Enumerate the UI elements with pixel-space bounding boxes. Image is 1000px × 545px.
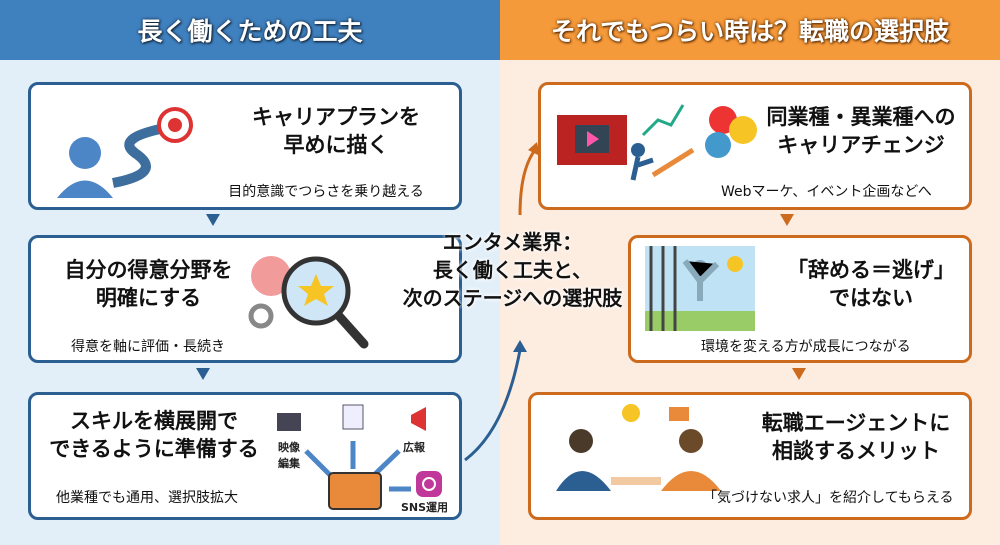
person-target-icon: [57, 107, 193, 198]
skill-label: 広報: [403, 441, 425, 454]
arrow-down-icon: [780, 214, 794, 226]
magnifier-star-icon: [248, 256, 369, 349]
card-title: 転職エージェントに: [761, 411, 951, 435]
card-subtitle: 他業種でも通用、選択肢拡大: [56, 490, 238, 506]
card-title: ではない: [829, 286, 913, 310]
card-title: キャリアチェンジ: [777, 133, 945, 157]
card-title: 相談するメリット: [772, 439, 940, 463]
card-title: 「辞める＝逃げ」: [787, 258, 955, 282]
center-title: エンタメ業界： 長く働く工夫と、 次のステージへの選択肢: [395, 228, 630, 312]
skill-label: 映像編集: [278, 441, 300, 470]
card-subtitle: 環境を変える方が成長につながる: [701, 339, 911, 355]
arrow-down-icon: [196, 368, 210, 380]
arrow-down-icon: [792, 368, 806, 380]
left-panel: 長く働くための工夫 キャリアプランを早めに描く 目的意識でつらさを乗り越える 自…: [0, 0, 500, 545]
card-strengths: 自分の得意分野を明確にする 得意を軸に評価・長続き: [28, 235, 462, 363]
card-subtitle: 目的意識でつらさを乗り越える: [228, 184, 424, 200]
card-career-change: 同業種・異業種へのキャリアチェンジ Webマーケ、イベント企画などへ: [538, 82, 972, 210]
handshake-icon: [556, 404, 721, 491]
card-title: 早めに描く: [283, 133, 389, 157]
card-subtitle: 得意を軸に評価・長続き: [71, 339, 225, 355]
card-title: スキルを横展開で: [70, 409, 238, 433]
card-agent: 転職エージェントに相談するメリット 「気づけない求人」を紹介してもらえる: [528, 392, 972, 520]
card-title: できるように準備する: [49, 437, 259, 461]
card-title: 同業種・異業種への: [766, 105, 956, 129]
card-career-plan: キャリアプランを早めに描く 目的意識でつらさを乗り越える: [28, 82, 462, 210]
card-title: 自分の得意分野を: [64, 258, 233, 282]
card-subtitle: 「気づけない求人」を紹介してもらえる: [703, 490, 954, 506]
center-title-line: エンタメ業界：: [442, 230, 583, 254]
briefcase-skills-icon: [277, 404, 442, 510]
center-title-line: 次のステージへの選択肢: [402, 286, 623, 310]
card-skills: スキルを横展開でできるように準備する 他業種でも通用、選択肢拡大 映像編集 広報…: [28, 392, 462, 520]
escape-cage-icon: [645, 246, 755, 331]
left-header: 長く働くための工夫: [0, 0, 500, 60]
card-subtitle: Webマーケ、イベント企画などへ: [721, 184, 932, 200]
skill-label: SNS運用: [401, 501, 449, 514]
right-panel: それでもつらい時は？転職の選択肢 同業種・異業種へのキャリアチェンジ Webマー…: [500, 0, 1000, 545]
career-change-icon: [557, 104, 757, 181]
arrow-down-icon: [206, 214, 220, 226]
center-title-line: 長く働く工夫と、: [432, 258, 593, 282]
right-header: それでもつらい時は？転職の選択肢: [500, 0, 1000, 60]
card-title: 明確にする: [95, 286, 202, 310]
card-quitting: 「辞める＝逃げ」ではない 環境を変える方が成長につながる: [628, 235, 972, 363]
card-title: キャリアプランを: [252, 105, 420, 129]
